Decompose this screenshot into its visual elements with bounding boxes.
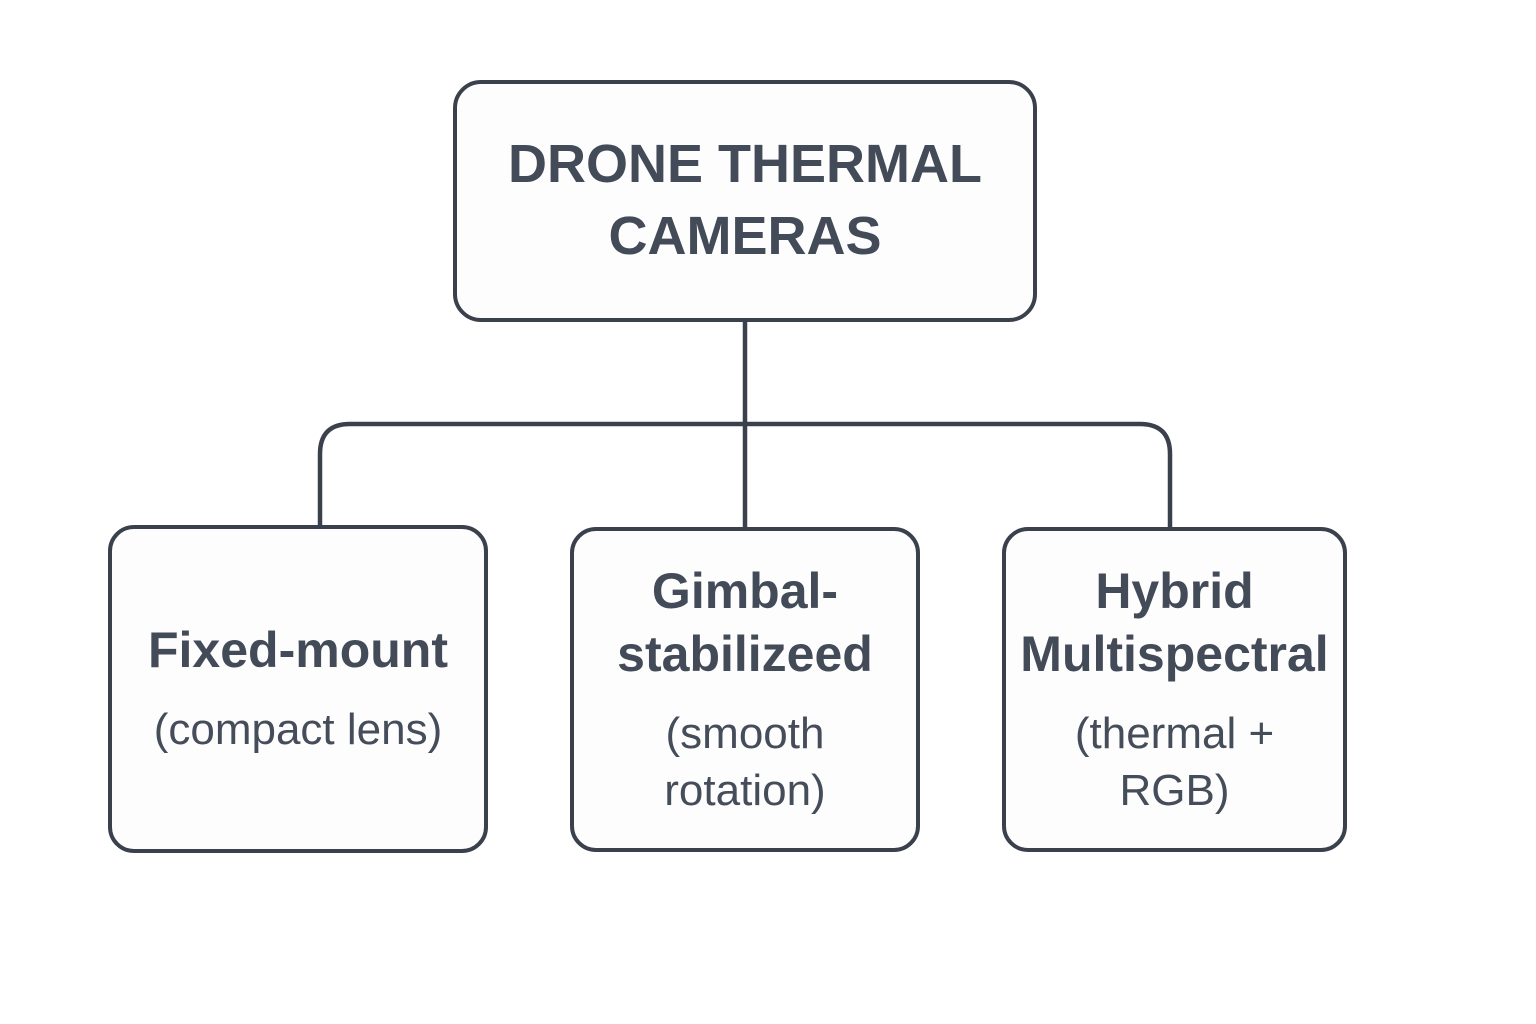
node-title: Gimbal- stabilizeed <box>617 563 873 683</box>
node-subtitle: (thermal + RGB) <box>1074 709 1275 815</box>
node-subtitle: (smooth rotation) <box>664 709 826 815</box>
node-title: Fixed-mount <box>148 622 448 679</box>
connector-branch <box>317 421 1173 527</box>
node-gimbal-stabilized: Gimbal- stabilizeed (smooth rotation) <box>570 527 920 852</box>
node-hybrid-multispectral: Hybrid Multispectral (thermal + RGB) <box>1002 527 1347 852</box>
node-fixed-mount: Fixed-mount (compact lens) <box>108 525 488 853</box>
node-drone-thermal-cameras: DRONE THERMAL CAMERAS <box>453 80 1037 322</box>
root-node-title: DRONE THERMAL CAMERAS <box>508 134 982 266</box>
node-title: Hybrid Multispectral <box>1020 563 1329 683</box>
node-subtitle: (compact lens) <box>153 705 443 755</box>
